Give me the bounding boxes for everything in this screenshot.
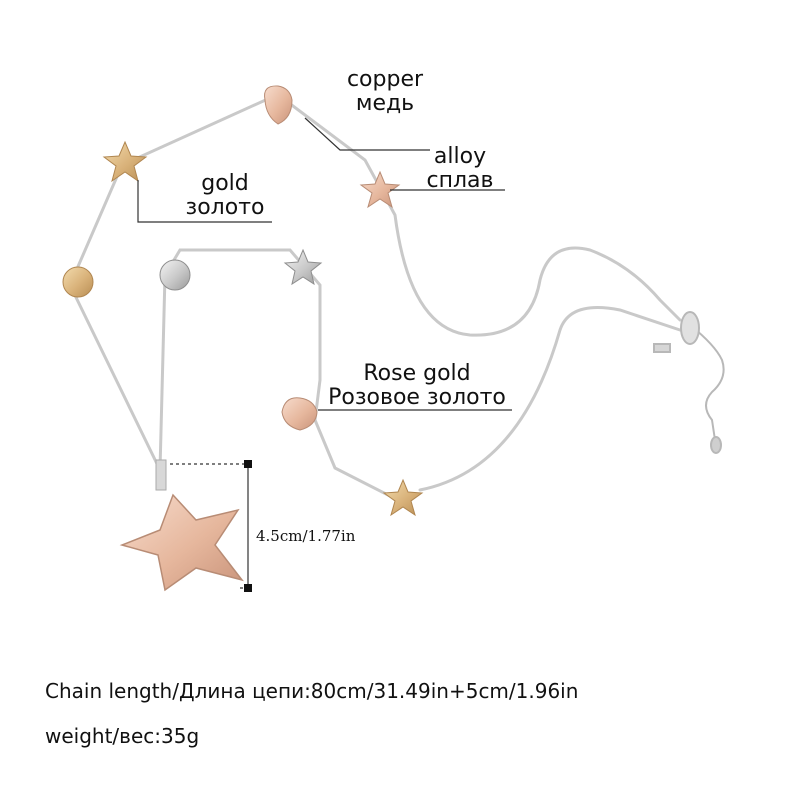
label-alloy-en: alloy <box>433 144 487 169</box>
charm-alloy-star <box>359 170 401 209</box>
chain <box>68 96 682 499</box>
label-gold-ru: золото <box>185 195 265 220</box>
charm-silver-bead <box>159 259 191 291</box>
label-copper-en: copper <box>346 67 424 92</box>
end-cap <box>653 343 671 353</box>
label-gold: gold золото <box>170 172 280 220</box>
charm-silver-star <box>283 248 323 286</box>
dimension-label: 4.5cm/1.77in <box>256 527 356 545</box>
label-alloy: alloy сплав <box>410 145 510 193</box>
label-rose-gold-en: Rose gold <box>363 361 471 386</box>
chain-length-spec: Chain length/Длина цепи:80cm/31.49in+5cm… <box>45 679 579 703</box>
chain-back-segment <box>418 306 682 492</box>
extension-chain <box>689 324 725 441</box>
charm-rose-gold-heart <box>281 397 318 431</box>
label-rose-gold-ru: Розовое золото <box>328 385 506 410</box>
leader-copper <box>304 117 430 151</box>
dimension-marker <box>170 460 252 592</box>
chain-left-segment <box>68 96 272 472</box>
pendant-star <box>119 459 244 592</box>
weight-spec: weight/вес:35g <box>45 724 200 748</box>
charm-small-gold-star <box>382 478 424 517</box>
label-copper-ru: медь <box>355 91 415 116</box>
extension-drop <box>710 436 722 454</box>
charm-copper-heart <box>264 85 293 125</box>
lobster-clasp <box>680 311 700 345</box>
leader-gold <box>137 180 272 223</box>
chain-right-segment <box>283 98 682 337</box>
label-rose-gold: Rose gold Розовое золото <box>312 362 522 410</box>
label-copper: copper медь <box>330 68 440 116</box>
charm-gold-bead <box>62 266 94 298</box>
leader-lines <box>137 117 512 411</box>
label-alloy-ru: сплав <box>426 168 494 193</box>
charm-gold-star <box>102 140 148 183</box>
clasp-and-extension <box>653 311 725 454</box>
label-gold-en: gold <box>201 171 249 196</box>
